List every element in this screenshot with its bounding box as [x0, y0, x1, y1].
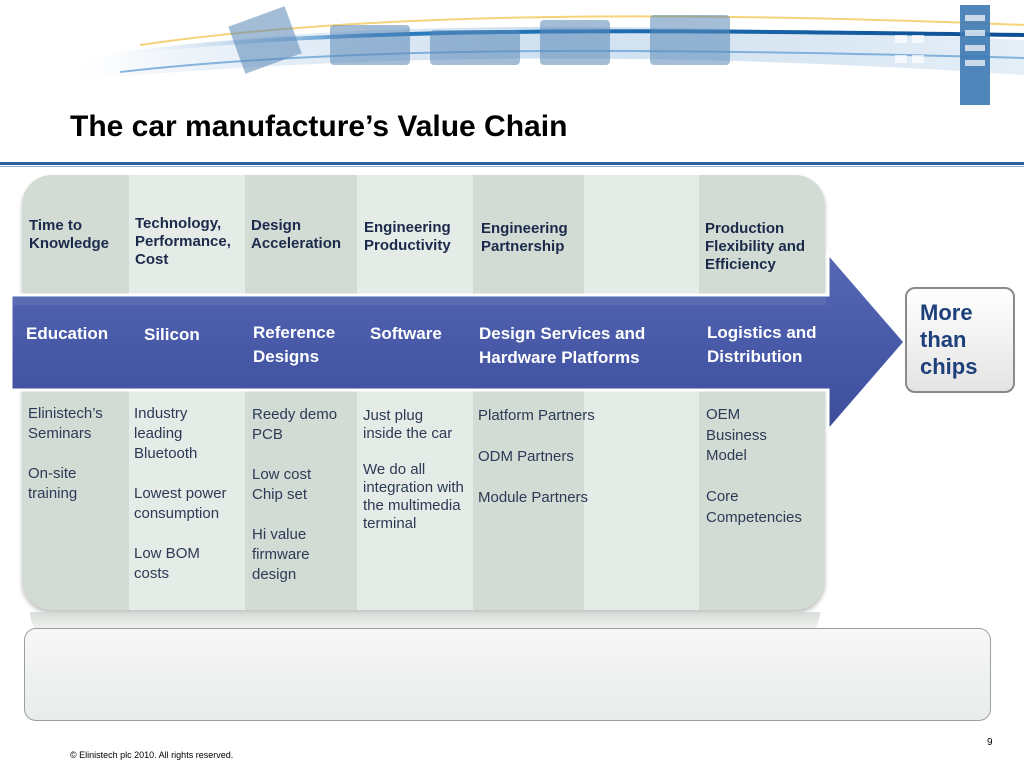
benefit-time-to-knowledge: Time to Knowledge	[29, 217, 110, 252]
details-logistics: OEM Business Model Core Competencies	[706, 406, 802, 526]
empty-text-box	[24, 628, 991, 721]
copyright-notice: © Elinistech plc 2010. All rights reserv…	[70, 750, 234, 760]
slide-title: The car manufacture’s Value Chain	[70, 110, 568, 143]
column-stripe-software	[357, 175, 473, 610]
benefit-production-flexibility: Production Flexibility and Efficiency	[705, 220, 806, 273]
column-stripe-design-services	[584, 175, 699, 610]
callout-text: More than chips	[920, 300, 978, 379]
details-silicon: Industry leading Bluetooth Lowest power …	[134, 405, 227, 582]
offering-reference-designs: Reference Designs	[253, 323, 336, 366]
benefit-design-acceleration: Design Acceleration	[251, 217, 342, 252]
offering-silicon: Silicon	[144, 325, 200, 344]
title-divider-secondary	[0, 166, 1024, 167]
details-design-services: Platform Partners ODM Partners Module Pa…	[478, 407, 595, 506]
header-banner	[0, 0, 1024, 108]
offering-design-services: Design Services and Hardware Platforms	[479, 324, 646, 367]
offering-logistics: Logistics and Distribution	[707, 323, 817, 366]
details-education: Elinistech’s Seminars On-site training	[28, 405, 103, 502]
details-software: Just plug inside the car We do all integ…	[363, 407, 464, 532]
offering-education: Education	[26, 324, 109, 343]
offering-software: Software	[370, 324, 442, 343]
value-chain-arrow	[9, 250, 907, 435]
more-than-chips-callout: More than chips	[905, 287, 1015, 393]
benefit-technology: Technology, Performance, Cost	[135, 215, 231, 268]
page-number: 9	[987, 737, 993, 748]
column-stripe-silicon	[129, 175, 245, 610]
title-divider	[0, 162, 1024, 165]
header-banner-graphic	[0, 0, 1024, 108]
benefit-engineering-productivity: Engineering Productivity	[364, 219, 451, 254]
benefit-engineering-partnership: Engineering Partnership	[481, 220, 568, 255]
details-reference-designs: Reedy demo PCB Low cost Chip set Hi valu…	[252, 406, 338, 583]
value-chain-panel	[22, 175, 825, 610]
